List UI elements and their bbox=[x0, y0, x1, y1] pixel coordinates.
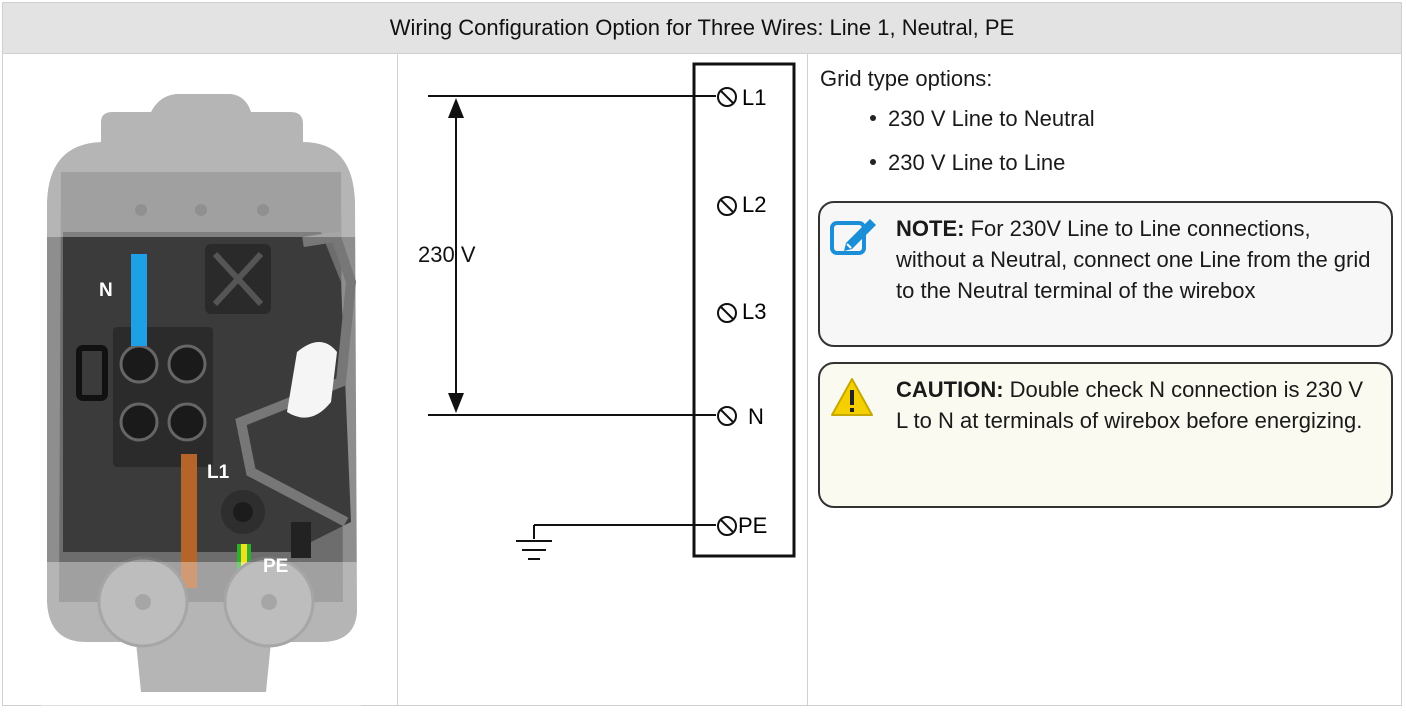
note-keyword: NOTE: bbox=[896, 216, 965, 241]
grid-type-title: Grid type options: bbox=[820, 66, 993, 91]
terminal-l1: L1 bbox=[717, 85, 766, 110]
label-pe: PE bbox=[263, 556, 288, 577]
wiring-diagram: 230 V L1 L2 L3 N PE bbox=[418, 62, 796, 560]
terminal-pe: PE bbox=[717, 513, 767, 538]
label-l1: L1 bbox=[207, 462, 230, 483]
voltage-label: 230 V bbox=[418, 242, 476, 267]
svg-text:L2: L2 bbox=[742, 192, 766, 217]
bullet-icon bbox=[870, 115, 876, 122]
warning-icon bbox=[830, 376, 874, 423]
caution-box: CAUTION: Double check N connection is 23… bbox=[818, 362, 1393, 508]
grid-option-item: 230 V Line to Line bbox=[870, 150, 1065, 176]
terminal-n: N bbox=[717, 404, 764, 429]
note-box: NOTE: For 230V Line to Line connections,… bbox=[818, 201, 1393, 347]
edit-note-icon bbox=[830, 215, 878, 262]
terminal-l3: L3 bbox=[717, 299, 766, 324]
wirebox-photo-cell: N L1 PE bbox=[3, 54, 398, 712]
svg-text:N: N bbox=[748, 404, 764, 429]
info-cell: Grid type options: 230 V Line to Neutral… bbox=[808, 54, 1401, 705]
neutral-wire bbox=[131, 254, 147, 346]
table-header: Wiring Configuration Option for Three Wi… bbox=[3, 3, 1401, 54]
terminal-l2: L2 bbox=[717, 192, 766, 217]
grid-option-item: 230 V Line to Neutral bbox=[870, 106, 1095, 132]
svg-text:L1: L1 bbox=[742, 85, 766, 110]
note-text: For 230V Line to Line connections, witho… bbox=[896, 216, 1371, 303]
header-title: Wiring Configuration Option for Three Wi… bbox=[389, 15, 1015, 40]
caution-text: Double check N connection is 230 V L to … bbox=[896, 377, 1364, 433]
line1-wire bbox=[181, 454, 197, 588]
wiring-diagram-cell: 230 V L1 L2 L3 N PE bbox=[398, 54, 808, 705]
svg-text:L3: L3 bbox=[742, 299, 766, 324]
label-n: N bbox=[99, 280, 113, 301]
wirebox-photo: N L1 PE bbox=[41, 82, 361, 717]
caution-keyword: CAUTION: bbox=[896, 377, 1004, 402]
bullet-icon bbox=[870, 159, 876, 166]
svg-text:PE: PE bbox=[738, 513, 767, 538]
